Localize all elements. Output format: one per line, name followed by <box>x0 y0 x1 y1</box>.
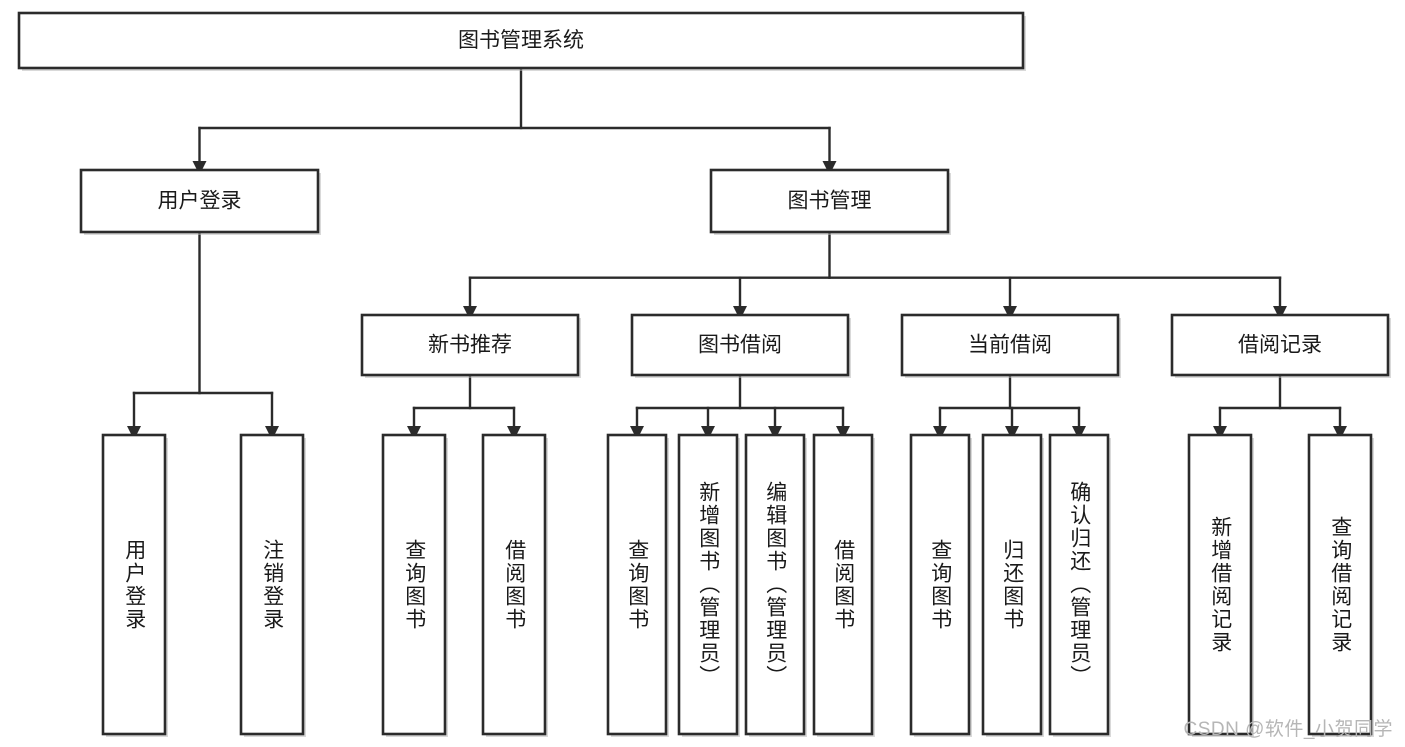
node-label-borrow-record: 借阅记录 <box>1238 334 1322 357</box>
node-box-book-management[interactable] <box>709 168 950 234</box>
node-box-leaf-add-record[interactable] <box>1187 433 1253 736</box>
node-box-borrow-record[interactable] <box>1170 313 1390 377</box>
node-box-leaf-query-book-3[interactable] <box>909 433 971 736</box>
node-boxes-layer <box>17 11 1391 737</box>
node-box-leaf-confirm-return[interactable] <box>1048 433 1110 736</box>
node-box-root[interactable] <box>17 11 1025 70</box>
node-box-user-login[interactable] <box>79 168 320 234</box>
node-label-user-login: 用户登录 <box>158 190 242 213</box>
node-box-book-borrow[interactable] <box>630 313 850 377</box>
node-box-leaf-user-login[interactable] <box>101 433 167 736</box>
node-label-book-management: 图书管理 <box>788 190 872 213</box>
node-label-current-borrow: 当前借阅 <box>968 334 1052 357</box>
node-box-leaf-query-book-1[interactable] <box>381 433 447 736</box>
node-box-leaf-logout[interactable] <box>239 433 305 736</box>
node-label-book-borrow: 图书借阅 <box>698 334 782 357</box>
node-box-leaf-query-book-2[interactable] <box>606 433 668 736</box>
connector-edges-layer <box>127 66 1347 440</box>
node-box-leaf-borrow-book-1[interactable] <box>481 433 547 736</box>
node-box-current-borrow[interactable] <box>900 313 1120 377</box>
node-box-leaf-borrow-book-2[interactable] <box>812 433 874 736</box>
node-box-leaf-edit-book[interactable] <box>744 433 806 736</box>
node-box-new-book-recommend[interactable] <box>360 313 580 377</box>
node-label-root: 图书管理系统 <box>458 29 584 52</box>
node-box-leaf-return-book[interactable] <box>981 433 1043 736</box>
node-box-leaf-query-record[interactable] <box>1307 433 1373 736</box>
node-label-new-book-recommend: 新书推荐 <box>428 334 512 357</box>
node-box-leaf-add-book[interactable] <box>677 433 739 736</box>
watermark-text: CSDN @软件_小贺同学 <box>1183 719 1393 740</box>
